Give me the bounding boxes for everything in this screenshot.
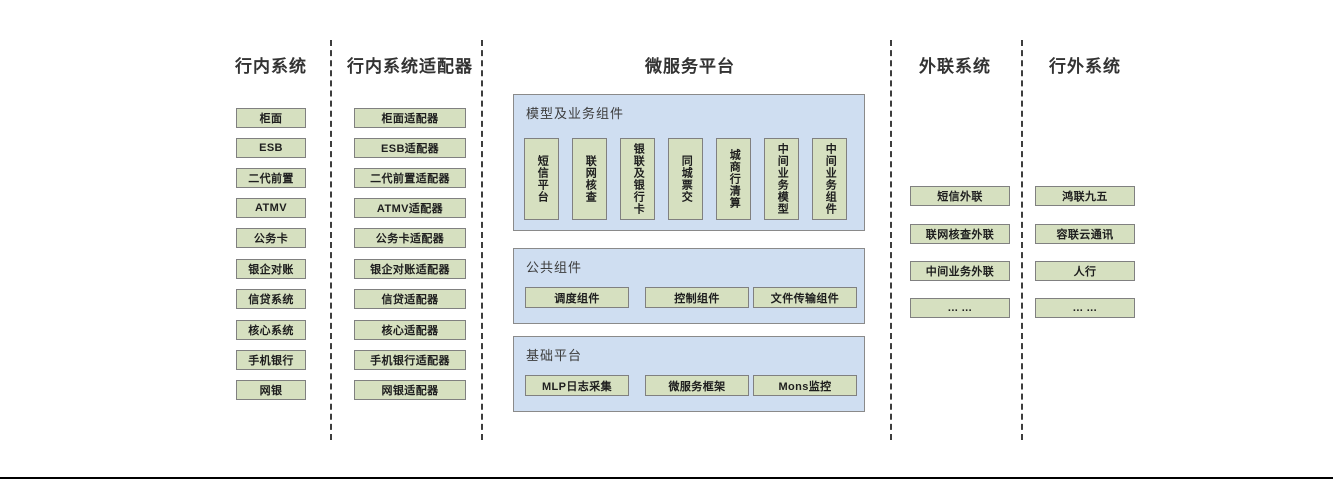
panel-base-platform: 基础平台 — [513, 336, 865, 412]
node-base-platform-1[interactable]: MLP日志采集 — [525, 375, 629, 396]
column-separator-1 — [330, 40, 332, 440]
column-title-out-of-bank-systems: 行外系统 — [1049, 57, 1121, 76]
node-public-component-2[interactable]: 控制组件 — [645, 287, 749, 308]
node-in-bank-system-2[interactable]: ESB — [236, 138, 306, 158]
node-out-of-bank-1[interactable]: 鸿联九五 — [1035, 186, 1135, 206]
node-model-component-5[interactable]: 城商行清算 — [716, 138, 751, 220]
node-external-link-3[interactable]: 中间业务外联 — [910, 261, 1010, 281]
node-model-component-1[interactable]: 短信平台 — [524, 138, 559, 220]
node-in-bank-system-10[interactable]: 网银 — [236, 380, 306, 400]
node-in-bank-system-9[interactable]: 手机银行 — [236, 350, 306, 370]
column-title-in-bank-adapters: 行内系统适配器 — [347, 57, 473, 76]
column-separator-3 — [890, 40, 892, 440]
node-external-link-1[interactable]: 短信外联 — [910, 186, 1010, 206]
panel-title-base-platform: 基础平台 — [526, 348, 583, 363]
node-in-bank-adapter-5[interactable]: 公务卡适配器 — [354, 228, 466, 248]
node-in-bank-adapter-10[interactable]: 网银适配器 — [354, 380, 466, 400]
node-base-platform-2[interactable]: 微服务框架 — [645, 375, 749, 396]
node-model-component-3[interactable]: 银联及银行卡 — [620, 138, 655, 220]
node-in-bank-adapter-6[interactable]: 银企对账适配器 — [354, 259, 466, 279]
panel-title-model-business-components: 模型及业务组件 — [526, 106, 625, 121]
node-out-of-bank-2[interactable]: 容联云通讯 — [1035, 224, 1135, 244]
node-model-component-7[interactable]: 中间业务组件 — [812, 138, 847, 220]
node-in-bank-adapter-2[interactable]: ESB适配器 — [354, 138, 466, 158]
node-base-platform-3[interactable]: Mons监控 — [753, 375, 857, 396]
node-in-bank-adapter-9[interactable]: 手机银行适配器 — [354, 350, 466, 370]
node-in-bank-adapter-3[interactable]: 二代前置适配器 — [354, 168, 466, 188]
node-in-bank-adapter-1[interactable]: 柜面适配器 — [354, 108, 466, 128]
node-in-bank-system-5[interactable]: 公务卡 — [236, 228, 306, 248]
node-public-component-3[interactable]: 文件传输组件 — [753, 287, 857, 308]
node-in-bank-system-4[interactable]: ATMV — [236, 198, 306, 218]
column-title-microservice-platform: 微服务平台 — [645, 57, 735, 76]
column-title-in-bank-systems: 行内系统 — [235, 57, 307, 76]
node-out-of-bank-3[interactable]: 人行 — [1035, 261, 1135, 281]
node-model-component-2[interactable]: 联网核查 — [572, 138, 607, 220]
panel-title-public-components: 公共组件 — [526, 260, 583, 275]
column-title-external-link-systems: 外联系统 — [919, 57, 991, 76]
node-in-bank-adapter-7[interactable]: 信贷适配器 — [354, 289, 466, 309]
node-model-component-6[interactable]: 中间业务模型 — [764, 138, 799, 220]
node-in-bank-adapter-8[interactable]: 核心适配器 — [354, 320, 466, 340]
column-separator-2 — [481, 40, 483, 440]
node-public-component-1[interactable]: 调度组件 — [525, 287, 629, 308]
node-external-link-2[interactable]: 联网核查外联 — [910, 224, 1010, 244]
node-in-bank-system-7[interactable]: 信贷系统 — [236, 289, 306, 309]
node-in-bank-system-8[interactable]: 核心系统 — [236, 320, 306, 340]
node-model-component-4[interactable]: 同城票交 — [668, 138, 703, 220]
node-external-link-4[interactable]: ... ... — [910, 298, 1010, 318]
node-in-bank-system-6[interactable]: 银企对账 — [236, 259, 306, 279]
node-out-of-bank-4[interactable]: ... ... — [1035, 298, 1135, 318]
node-in-bank-system-1[interactable]: 柜面 — [236, 108, 306, 128]
node-in-bank-system-3[interactable]: 二代前置 — [236, 168, 306, 188]
bottom-divider — [0, 477, 1333, 479]
node-in-bank-adapter-4[interactable]: ATMV适配器 — [354, 198, 466, 218]
panel-public-components: 公共组件 — [513, 248, 865, 324]
column-separator-4 — [1021, 40, 1023, 440]
